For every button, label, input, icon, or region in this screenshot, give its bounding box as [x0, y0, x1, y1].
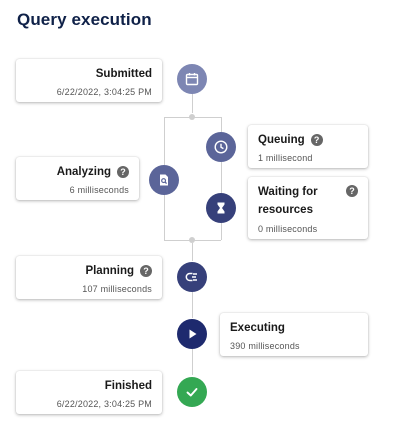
- step-card-planning: Planning? 107 milliseconds: [16, 256, 162, 299]
- step-duration: 0 milliseconds: [258, 224, 318, 234]
- timeline-connector: [192, 243, 193, 261]
- step-duration: 107 milliseconds: [82, 284, 152, 294]
- check-icon: [177, 377, 207, 407]
- timeline-connector: [192, 93, 193, 113]
- calendar-icon: [177, 64, 207, 94]
- question-icon[interactable]: ?: [310, 134, 323, 146]
- step-duration: 6 milliseconds: [69, 185, 129, 195]
- step-name: Submitted: [95, 68, 152, 80]
- hourglass-icon: [206, 193, 236, 223]
- step-name: resources: [258, 204, 313, 216]
- branch-connector: [221, 162, 222, 193]
- timeline-connector: [192, 349, 193, 375]
- step-timestamp: 6/22/2022, 3:04:25 PM: [56, 399, 152, 409]
- branch-connector: [221, 117, 222, 132]
- step-name: Planning: [85, 265, 134, 277]
- step-card-waiting: Waiting for resources ? 0 milliseconds: [248, 177, 368, 239]
- step-duration: 390 milliseconds: [230, 341, 300, 351]
- step-name: Analyzing: [56, 166, 111, 178]
- step-card-analyzing: Analyzing? 6 milliseconds: [16, 157, 139, 200]
- step-card-submitted: Submitted 6/22/2022, 3:04:25 PM: [16, 59, 162, 102]
- step-card-queuing: Queuing? 1 millisecond: [248, 125, 368, 168]
- branch-connector: [164, 117, 165, 165]
- branch-connector: [221, 223, 222, 240]
- timeline-connector: [192, 292, 193, 318]
- question-icon[interactable]: ?: [117, 166, 129, 178]
- question-icon[interactable]: ?: [346, 185, 358, 197]
- page-title: Query execution: [17, 10, 152, 29]
- timeline-junction: [189, 237, 195, 243]
- branch-connector: [164, 117, 221, 118]
- list-plan-icon: [177, 262, 207, 292]
- branch-connector: [164, 194, 165, 240]
- question-icon[interactable]: ?: [140, 265, 152, 277]
- step-duration: 1 millisecond: [258, 153, 313, 163]
- step-name: Waiting for: [258, 186, 318, 198]
- step-name: Finished: [104, 380, 152, 392]
- play-icon: [177, 319, 207, 349]
- step-timestamp: 6/22/2022, 3:04:25 PM: [56, 87, 152, 97]
- step-card-finished: Finished 6/22/2022, 3:04:25 PM: [16, 371, 162, 414]
- step-name: Executing: [230, 322, 285, 334]
- clock-icon: [206, 132, 236, 162]
- step-name: Queuing: [258, 134, 305, 146]
- step-card-executing: Executing 390 milliseconds: [220, 313, 368, 356]
- magnify-document-icon: [149, 165, 179, 195]
